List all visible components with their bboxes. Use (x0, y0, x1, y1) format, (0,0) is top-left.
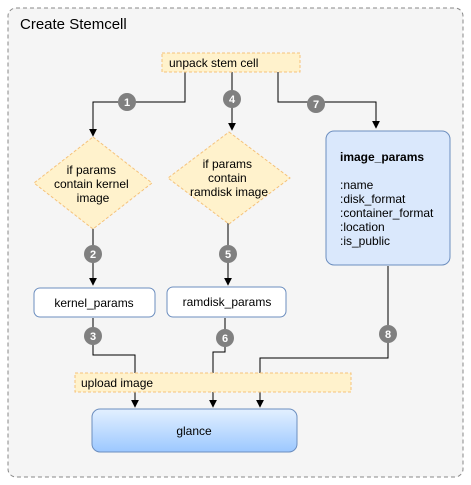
step-badge-8: 8 (379, 325, 397, 343)
step-badge-label: 7 (313, 99, 319, 111)
glance-box (91, 408, 298, 453)
image-params-field: :location (340, 220, 385, 234)
edge-unpack-to-image-params (277, 72, 380, 129)
ramdisk-check-diamond (167, 131, 291, 225)
step-badge-label: 3 (90, 331, 96, 343)
step-badge-3: 3 (84, 327, 102, 345)
ramdisk-check-text: if params contain ramdisk image (190, 157, 268, 199)
step-badges: 1 2 3 4 5 6 7 8 (84, 90, 397, 347)
glance-label: glance (176, 424, 212, 438)
kernel-check-line: contain kernel (54, 177, 129, 191)
step-badge-2: 2 (84, 245, 102, 263)
step-badge-6: 6 (216, 329, 234, 347)
create-stemcell-container (7, 7, 464, 478)
ramdisk-check-line: ramdisk image (190, 185, 268, 199)
kernel-params-label: kernel_params (54, 296, 133, 310)
image-params-fields: :name :disk_format :container_format :lo… (340, 178, 437, 248)
unpack-stem-cell-label: unpack stem cell (169, 56, 258, 70)
image-params-field: :container_format (340, 206, 434, 220)
edge-unpack-to-kernel-check (89, 72, 186, 137)
ramdisk-params-box (166, 286, 287, 318)
step-badge-label: 5 (225, 249, 231, 261)
step-badge-label: 4 (229, 94, 236, 106)
unpack-stem-cell-box (161, 52, 301, 73)
step-badge-7: 7 (307, 95, 325, 113)
step-badge-label: 6 (222, 333, 228, 345)
kernel-params-box (33, 287, 156, 318)
image-params-field: :is_public (340, 234, 390, 248)
container-title: Create Stemcell (20, 16, 127, 33)
step-badge-4: 4 (223, 90, 241, 108)
kernel-check-diamond (33, 136, 153, 230)
kernel-check-line: image (77, 191, 110, 205)
step-badge-1: 1 (118, 93, 136, 111)
image-params-field: :name (340, 178, 374, 192)
step-badge-label: 8 (385, 329, 391, 341)
step-badge-5: 5 (219, 245, 237, 263)
ramdisk-params-label: ramdisk_params (183, 295, 272, 309)
image-params-field: :disk_format (340, 192, 406, 206)
ramdisk-check-line: contain (208, 171, 247, 185)
image-params-box (325, 130, 451, 266)
image-params-title: image_params (340, 150, 424, 164)
step-badge-label: 1 (124, 97, 130, 109)
kernel-check-text: if params contain kernel image (54, 163, 132, 205)
step-badge-label: 2 (90, 249, 96, 261)
ramdisk-check-line: if params (203, 157, 252, 171)
kernel-check-line: if params (67, 163, 116, 177)
upload-image-box (74, 372, 352, 393)
upload-image-label: upload image (81, 376, 153, 390)
